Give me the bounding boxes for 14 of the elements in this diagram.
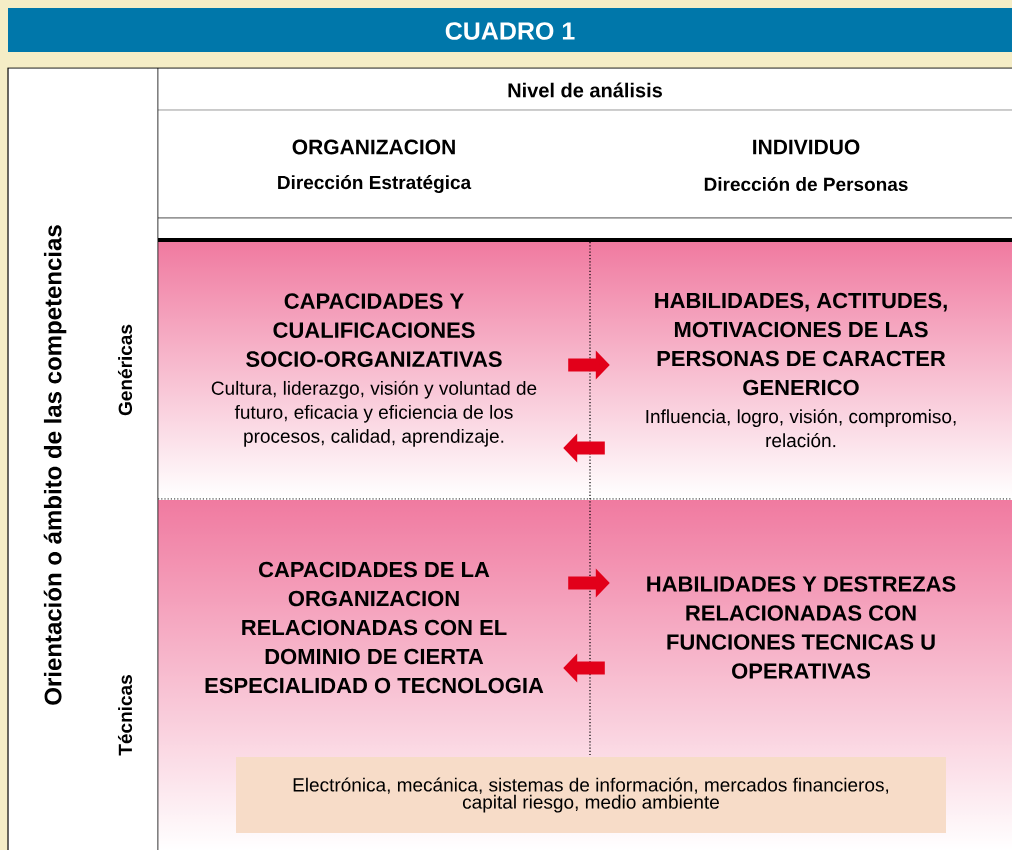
title-bar: CUADRO 1 (8, 8, 1012, 52)
header-label: Técnicas (117, 675, 133, 756)
header-label: Dirección de Personas (704, 176, 908, 192)
header-label: Dirección Estratégica (278, 175, 472, 193)
header-label: ORGANIZACION (292, 139, 455, 155)
note-box: Electrónica, mecánica, sistemas de información, mercados financieros, capital riesgo, medio ambiente (236, 757, 946, 833)
cell: CAPACIDADES Y CUALIFICACIONES SOCIO-ORGANIZATIVAS Cultura, liderazgo, visión y voluntad de futuro, eficacia y eficiencia de los procesos, calidad, aprendizaje. (211, 293, 537, 447)
header-label: Nivel de análisis (508, 82, 662, 98)
header-label: Genéricas (117, 324, 133, 416)
cell: HABILIDADES, ACTITUDES, MOTIVACIONES DE LAS PERSONAS DE CARACTER GENERICO Influencia, logro, visión, compromiso, relación. (646, 292, 956, 448)
cell: CAPACIDADES DE LA ORGANIZACION RELACIONADAS CON EL DOMINIO DE CIERTA ESPECIALIDAD O TECNOLOGIA (205, 561, 544, 694)
cell: HABILIDADES Y DESTREZAS RELACIONADAS CON FUNCIONES TECNICAS U OPERATIVAS (647, 576, 956, 679)
header-label: Orientación o ámbito de las competencias (43, 225, 67, 705)
header-label: INDIVIDUO (753, 139, 860, 155)
